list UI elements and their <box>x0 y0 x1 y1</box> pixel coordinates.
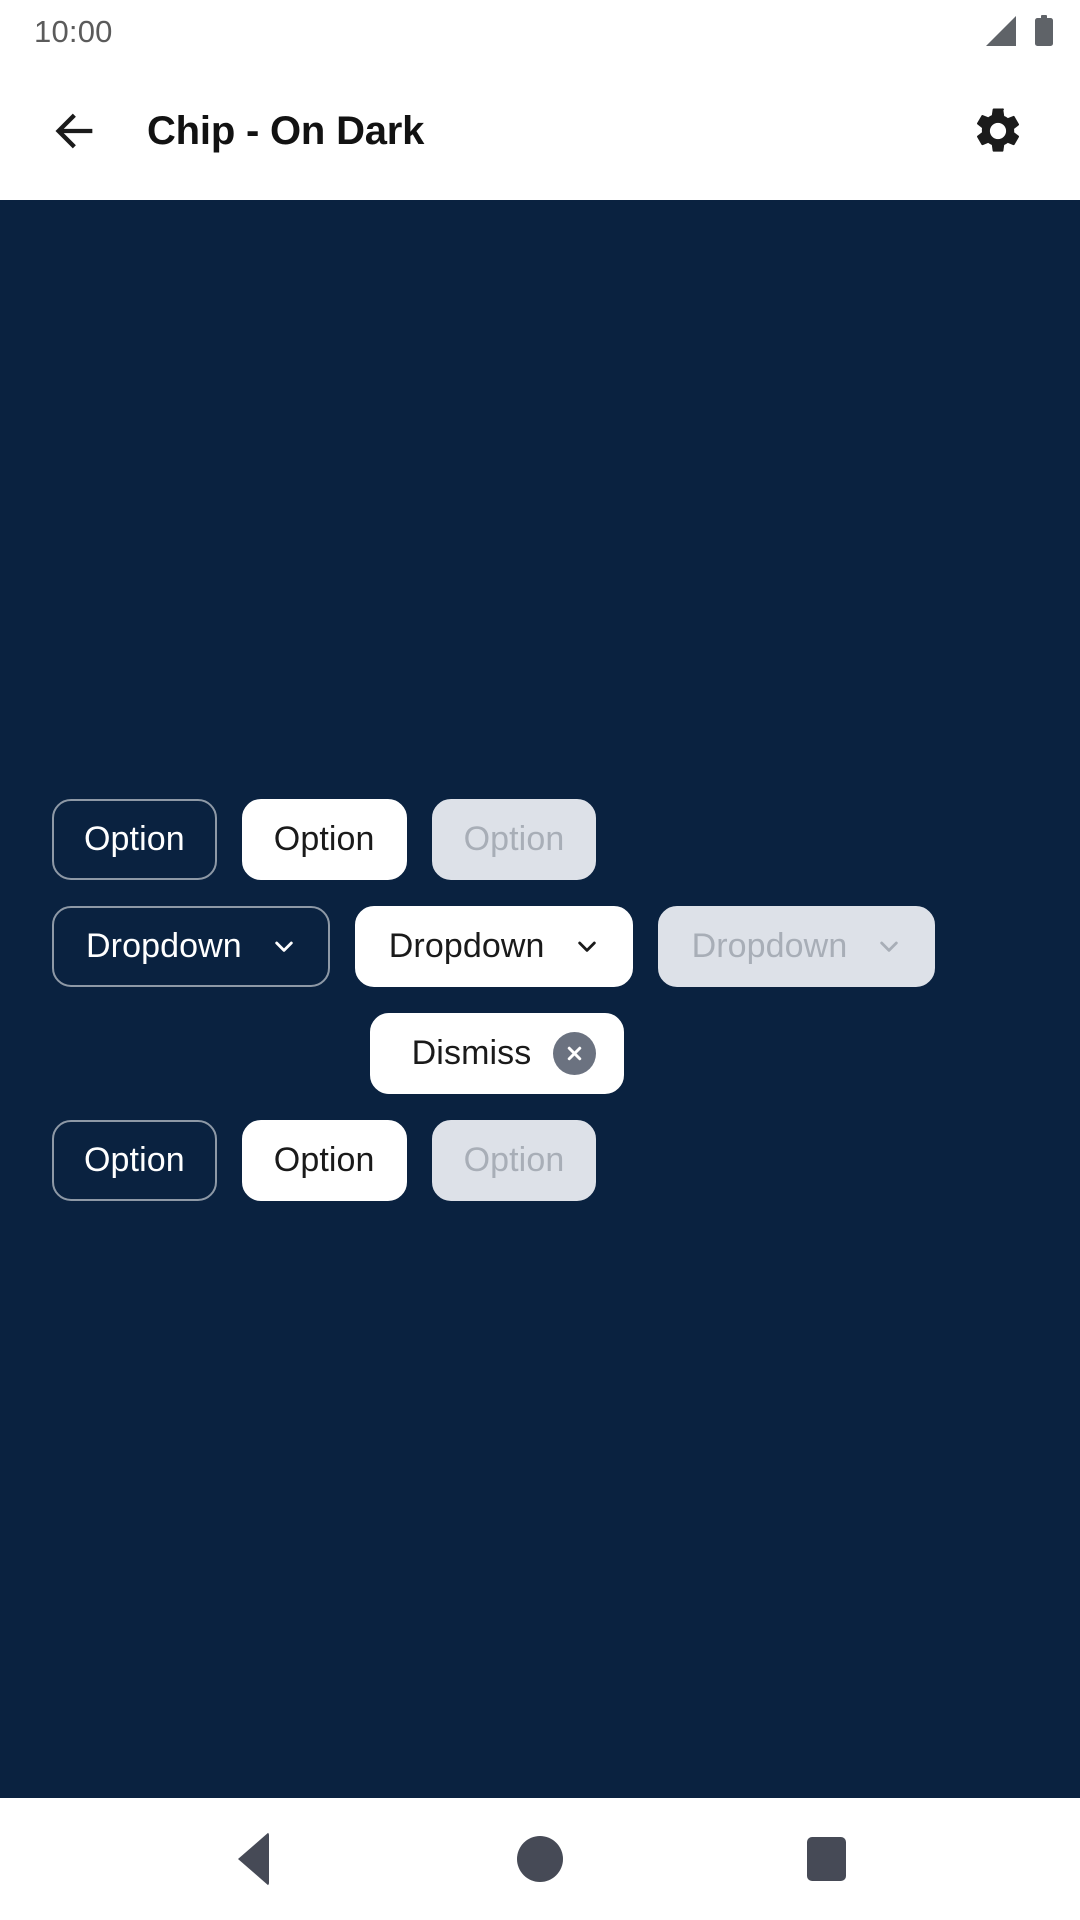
chip-label: Option <box>273 1141 375 1179</box>
chip-dropdown-disabled: Dropdown <box>657 906 936 987</box>
recents-square-icon <box>807 1837 847 1881</box>
chip-option-filled[interactable]: Option <box>241 1120 407 1201</box>
chip-dismiss-filled[interactable]: Dismiss <box>369 1013 625 1094</box>
chip-option-disabled: Option <box>431 1120 597 1201</box>
dropdown-chip-row: Dropdown Dropdown Dropdown <box>0 893 1080 1000</box>
chip-label: Dropdown <box>86 927 242 965</box>
chip-label: Dismiss <box>411 1034 532 1072</box>
chevron-down-icon <box>880 941 899 952</box>
filter-chip-row: Option Option Option <box>0 1107 1080 1214</box>
nav-back-button[interactable] <box>198 1804 308 1914</box>
page-title: Chip - On Dark <box>147 108 425 153</box>
signal-cellular-icon <box>986 16 1016 46</box>
nav-recents-button[interactable] <box>772 1804 882 1914</box>
status-bar: 10:00 <box>0 0 1080 62</box>
chip-label: Option <box>463 1141 565 1179</box>
chip-label: Option <box>84 820 185 858</box>
chevron-down-icon <box>275 941 293 952</box>
home-circle-icon <box>516 1836 563 1882</box>
settings-button[interactable] <box>964 97 1032 165</box>
battery-full-icon <box>1035 15 1053 46</box>
chip-dropdown-outlined[interactable]: Dropdown <box>52 906 330 987</box>
chip-option-outlined[interactable]: Option <box>52 799 217 880</box>
chip-label: Option <box>84 1141 185 1179</box>
chip-option-outlined[interactable]: Option <box>52 1120 217 1201</box>
chip-label: Dropdown <box>691 927 848 965</box>
chip-label: Option <box>463 820 565 858</box>
close-icon <box>568 1046 582 1061</box>
chevron-down-icon <box>577 941 596 952</box>
chip-label: Option <box>273 820 375 858</box>
chip-label: Dropdown <box>388 927 545 965</box>
chip-dropdown-filled[interactable]: Dropdown <box>354 906 633 987</box>
back-button[interactable] <box>44 100 106 162</box>
nav-home-button[interactable] <box>485 1804 595 1914</box>
status-bar-icons <box>983 15 1054 47</box>
close-circle-icon[interactable] <box>553 1032 597 1075</box>
back-triangle-icon <box>237 1832 269 1886</box>
status-bar-clock: 10:00 <box>34 13 113 49</box>
arrow-left-icon <box>55 113 93 149</box>
system-navigation-bar <box>0 1798 1080 1920</box>
assist-chip-row: Option Option Option <box>0 786 1080 893</box>
chip-option-filled[interactable]: Option <box>241 799 407 880</box>
chip-option-disabled: Option <box>431 799 597 880</box>
app-bar: Chip - On Dark <box>0 62 1080 200</box>
gear-icon <box>977 108 1020 152</box>
dismiss-chip-row: Dismiss <box>0 1000 1080 1107</box>
